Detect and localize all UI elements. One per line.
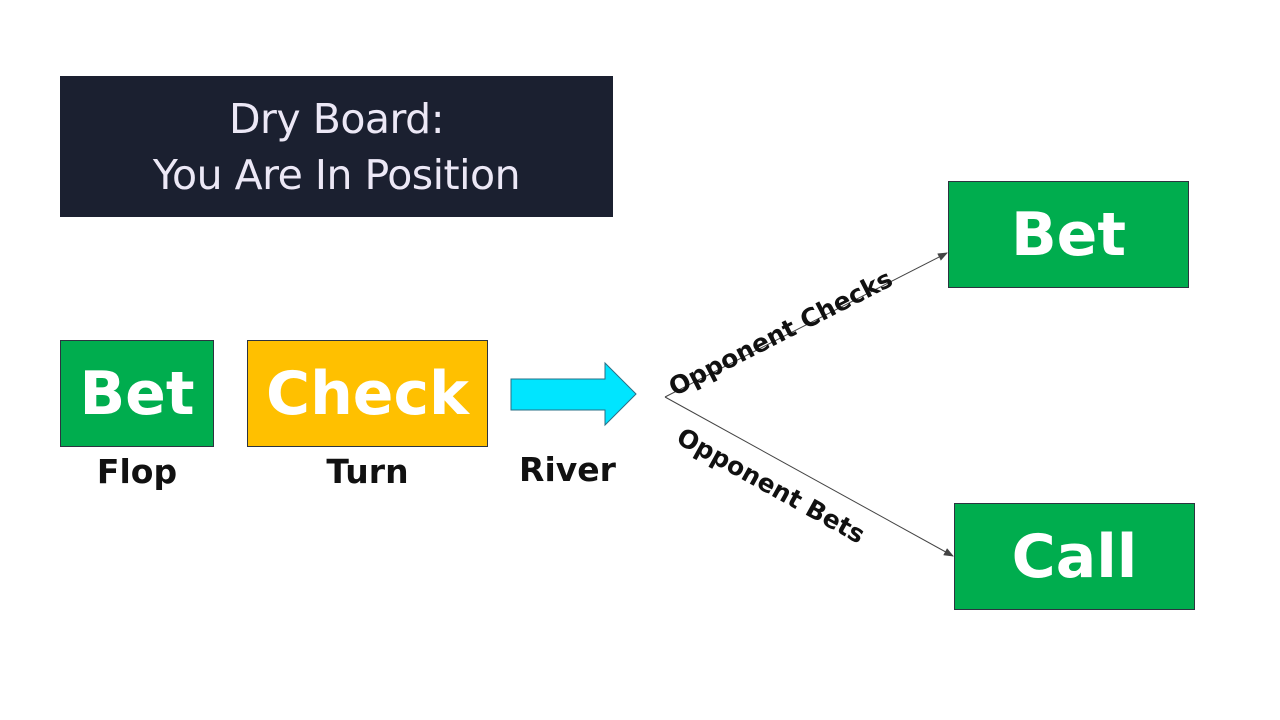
bets-branch-line xyxy=(664,396,954,557)
bets-outcome-box: Call xyxy=(954,503,1195,610)
river-arrow-icon xyxy=(510,361,637,427)
flop-action-box: Bet xyxy=(60,340,214,447)
river-label: River xyxy=(519,450,616,489)
checks-outcome-label: Bet xyxy=(1010,199,1127,270)
title-box: Dry Board: You Are In Position xyxy=(60,76,613,217)
checks-outcome-box: Bet xyxy=(948,181,1189,288)
title-line-1: Dry Board: xyxy=(228,94,445,143)
flop-label: Flop xyxy=(96,452,178,491)
checks-branch-line xyxy=(664,252,948,398)
turn-action-label: Check xyxy=(266,358,469,429)
flop-action-label: Bet xyxy=(79,358,195,429)
bets-outcome-label: Call xyxy=(1011,521,1138,592)
turn-label: Turn xyxy=(326,452,409,491)
turn-action-box: Check xyxy=(247,340,488,447)
title-line-2: You Are In Position xyxy=(152,150,521,199)
